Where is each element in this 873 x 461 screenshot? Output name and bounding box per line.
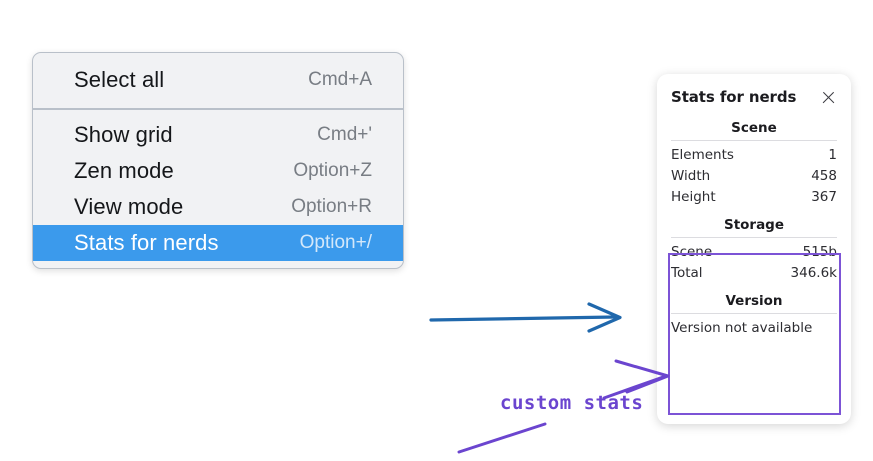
stats-panel-header: Stats for nerds	[657, 74, 851, 110]
handwritten-note: custom stats	[500, 392, 644, 414]
stat-key: Width	[671, 167, 711, 184]
purple-underline-annotation	[457, 422, 547, 454]
menu-item-shortcut: Option+R	[291, 196, 372, 217]
close-icon[interactable]	[820, 89, 837, 106]
stat-value: 346.6k	[790, 264, 837, 281]
version-text: Version not available	[671, 320, 813, 336]
menu-item-zen-mode[interactable]: Zen mode Option+Z	[33, 153, 403, 189]
stat-value: 367	[811, 188, 837, 205]
menu-item-view-mode[interactable]: View mode Option+R	[33, 189, 403, 225]
stat-value: 458	[811, 167, 837, 184]
menu-item-label: Stats for nerds	[74, 230, 219, 255]
stat-key: Elements	[671, 146, 734, 163]
menu-item-label: Zen mode	[74, 158, 174, 183]
menu-item-shortcut: Cmd+'	[317, 124, 372, 145]
stat-key: Scene	[671, 243, 713, 260]
menu-item-label: Select all	[74, 67, 165, 92]
menu-item-shortcut: Option+/	[299, 232, 372, 253]
stat-row-height: Height 367	[671, 186, 837, 207]
stat-value: 515b	[802, 243, 837, 260]
stat-row-width: Width 458	[671, 165, 837, 186]
menu-item-shortcut: Option+Z	[293, 160, 372, 181]
menu-item-show-grid[interactable]: Show grid Cmd+'	[33, 117, 403, 153]
menu-group-2: Show grid Cmd+' Zen mode Option+Z View m…	[33, 108, 403, 268]
stat-key: Height	[671, 188, 716, 205]
divider	[671, 313, 837, 314]
context-menu[interactable]: Select all Cmd+A Show grid Cmd+' Zen mod…	[32, 52, 404, 269]
menu-item-label: View mode	[74, 194, 184, 219]
stat-key: Total	[671, 264, 703, 281]
menu-group-1: Select all Cmd+A	[33, 53, 403, 108]
section-title-version: Version	[725, 293, 783, 309]
divider	[671, 140, 837, 141]
section-title-storage: Storage	[723, 217, 785, 233]
menu-item-select-all[interactable]: Select all Cmd+A	[33, 62, 403, 98]
stat-row-storage-total: Total 346.6k	[671, 262, 837, 283]
menu-item-label: Show grid	[74, 122, 173, 147]
blue-arrow-annotation	[429, 302, 622, 333]
stat-row-elements: Elements 1	[671, 144, 837, 165]
section-title-scene: Scene	[731, 120, 777, 136]
stats-panel-title: Stats for nerds	[671, 88, 797, 106]
stat-value: 1	[828, 146, 837, 163]
menu-item-stats-for-nerds[interactable]: Stats for nerds Option+/	[33, 225, 403, 261]
stats-for-nerds-panel: Stats for nerds Scene Elements 1 Width 4…	[657, 74, 851, 424]
menu-item-shortcut: Cmd+A	[308, 69, 372, 90]
stat-row-storage-scene: Scene 515b	[671, 241, 837, 262]
divider	[671, 237, 837, 238]
stats-panel-body: Scene Elements 1 Width 458 Height 367 St…	[657, 110, 851, 338]
